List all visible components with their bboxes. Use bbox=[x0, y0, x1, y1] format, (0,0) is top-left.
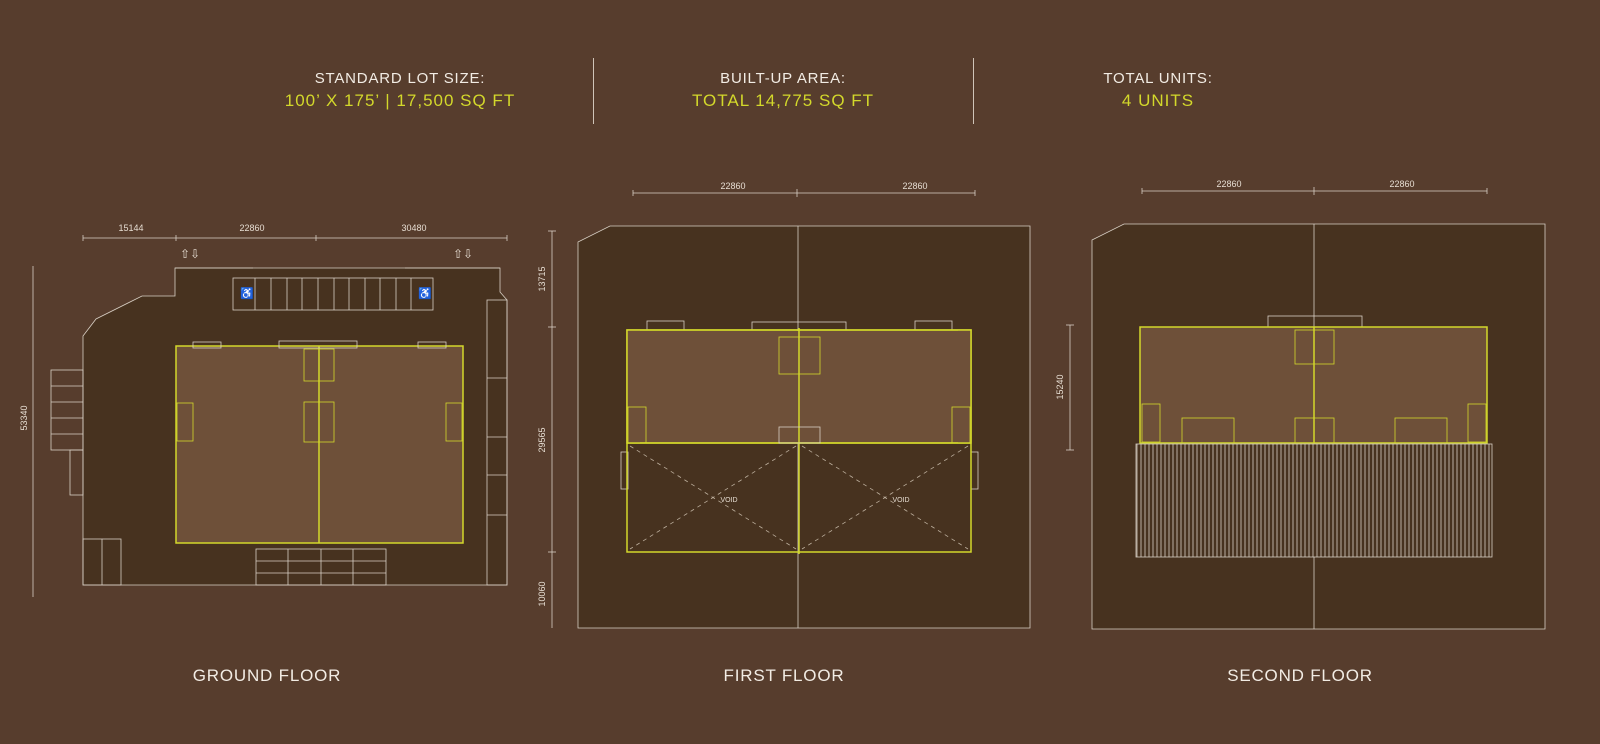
ground-dim-side: 53340 bbox=[19, 405, 29, 430]
void-label: VOID bbox=[892, 497, 909, 504]
void-label: VOID bbox=[720, 497, 737, 504]
divider bbox=[973, 58, 974, 124]
ground-floor-plan: ♿ ♿ ⇧⇩ ⇧⇩ bbox=[32, 235, 508, 597]
first-floor-title: FIRST FLOOR bbox=[723, 666, 845, 685]
accessible-parking-icon: ♿ bbox=[418, 287, 432, 300]
first-dim-side-1: 13715 bbox=[537, 266, 547, 291]
first-floor-plan bbox=[548, 189, 1031, 629]
units-stat: TOTAL UNITS: 4 UNITS bbox=[968, 70, 1348, 114]
ground-floor-title: GROUND FLOOR bbox=[192, 666, 342, 685]
second-floor-plan bbox=[1066, 187, 1546, 630]
entry-arrow-icon: ⇧⇩ bbox=[180, 247, 200, 261]
parking-left bbox=[50, 369, 84, 496]
divider bbox=[593, 58, 594, 124]
exit-arrow-icon: ⇧⇩ bbox=[453, 247, 473, 261]
second-dim-2: 22860 bbox=[1389, 179, 1414, 189]
built-up-stat: BUILT-UP AREA: TOTAL 14,775 SQ FT bbox=[593, 70, 973, 114]
first-dim-2: 22860 bbox=[902, 181, 927, 191]
units-label: TOTAL UNITS: bbox=[1103, 70, 1213, 87]
lot-size-stat: STANDARD LOT SIZE: 100’ X 175’ | 17,500 … bbox=[210, 70, 590, 114]
parking-top bbox=[232, 277, 434, 311]
louvre-roof bbox=[1135, 443, 1493, 558]
first-dim-1: 22860 bbox=[720, 181, 745, 191]
second-dim-1: 22860 bbox=[1216, 179, 1241, 189]
accessible-parking-icon: ♿ bbox=[240, 287, 254, 300]
lot-size-value: 100’ X 175’ | 17,500 SQ FT bbox=[284, 91, 516, 110]
first-dim-side-2: 29565 bbox=[537, 427, 547, 452]
second-dim-side: 15240 bbox=[1055, 374, 1065, 399]
second-floor-title: SECOND FLOOR bbox=[1227, 666, 1373, 685]
ground-dim-3: 30480 bbox=[401, 223, 426, 233]
built-up-value: TOTAL 14,775 SQ FT bbox=[691, 91, 875, 110]
units-value: 4 UNITS bbox=[1121, 91, 1195, 110]
ground-dim-2: 22860 bbox=[239, 223, 264, 233]
ground-dim-1: 15144 bbox=[118, 223, 143, 233]
parking-right bbox=[486, 299, 508, 586]
built-up-label: BUILT-UP AREA: bbox=[720, 70, 846, 87]
first-dim-side-3: 10060 bbox=[537, 581, 547, 606]
parking-bottom bbox=[82, 538, 387, 586]
lot-size-label: STANDARD LOT SIZE: bbox=[314, 70, 486, 87]
